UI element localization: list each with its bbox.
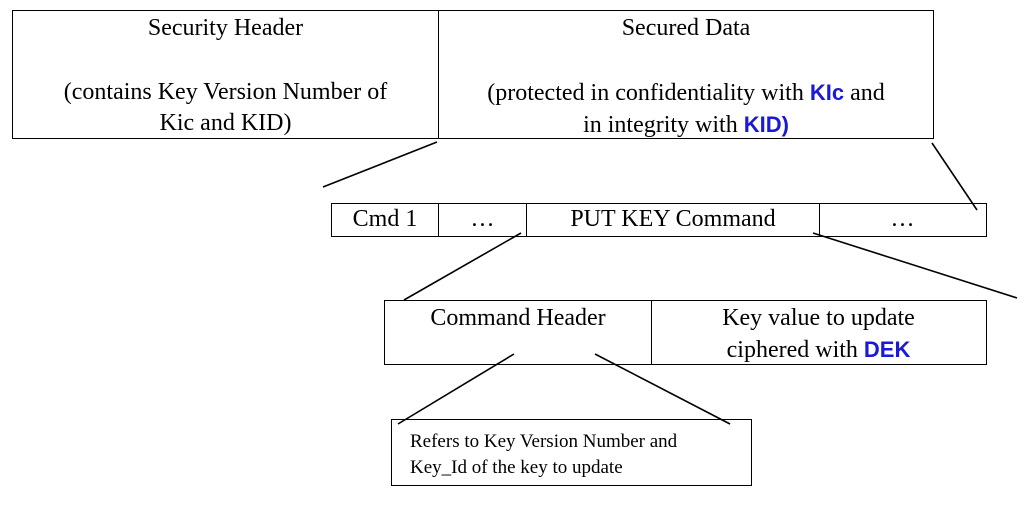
secured-data-desc-line1-post: and: [844, 80, 885, 106]
key-value-line1: Key value to update: [722, 305, 915, 331]
connector-secured-data-left: [322, 141, 438, 188]
kic-key-label: KIc: [809, 80, 845, 105]
key-value-line2: ciphered with DEK: [652, 334, 985, 366]
command-cell-ellipsis-1: …: [470, 206, 495, 232]
secured-data-desc-line2-pre: in integrity with: [583, 112, 744, 138]
security-packet-divider: [438, 11, 439, 138]
note-text: Refers to Key Version Number and Key_Id …: [410, 429, 677, 481]
secured-data-desc-line1: (protected in confidentiality with KIc a…: [439, 77, 933, 109]
dek-key-label: DEK: [863, 337, 911, 362]
command-list-divider-1: [438, 204, 439, 236]
secured-data-desc-line1-pre: (protected in confidentiality with: [487, 80, 810, 106]
connector-header-note-left: [397, 353, 515, 425]
note-box: Refers to Key Version Number and Key_Id …: [391, 419, 752, 486]
secured-data-cell: Secured Data (protected in confidentiali…: [439, 13, 933, 141]
command-cell-cmd1: Cmd 1: [352, 206, 418, 232]
command-cell-ellipsis-2: …: [890, 206, 915, 232]
put-key-box: Command Header Key value to update ciphe…: [384, 300, 987, 365]
secured-data-title: Secured Data: [621, 15, 751, 41]
connector-put-key-left: [403, 232, 522, 301]
security-header-title: Security Header: [147, 15, 304, 41]
command-header-cell: Command Header: [430, 305, 606, 331]
note-line1: Refers to Key Version Number and: [410, 431, 678, 452]
kid-key-label: KID): [743, 112, 789, 137]
command-list-divider-3: [819, 204, 820, 236]
security-header-cell: Security Header (contains Key Version Nu…: [13, 13, 438, 139]
note-line2: Key_Id of the key to update: [410, 457, 623, 478]
command-list-divider-2: [526, 204, 527, 236]
connector-secured-data-right: [931, 142, 978, 211]
connector-header-note-right: [594, 353, 731, 425]
key-value-cell: Key value to update ciphered with DEK: [652, 303, 985, 366]
security-header-desc-line1: (contains Key Version Number of: [63, 79, 388, 105]
secured-data-desc-line2: in integrity with KID): [439, 109, 933, 141]
security-packet-box: Security Header (contains Key Version Nu…: [12, 10, 934, 139]
command-cell-put-key: PUT KEY Command: [570, 206, 776, 232]
connector-put-key-right: [812, 232, 1018, 299]
put-key-divider: [651, 301, 652, 364]
key-value-line2-pre: ciphered with: [726, 337, 864, 363]
command-list-box: Cmd 1 … PUT KEY Command …: [331, 203, 987, 237]
security-header-desc-line2: Kic and KID): [159, 110, 292, 136]
